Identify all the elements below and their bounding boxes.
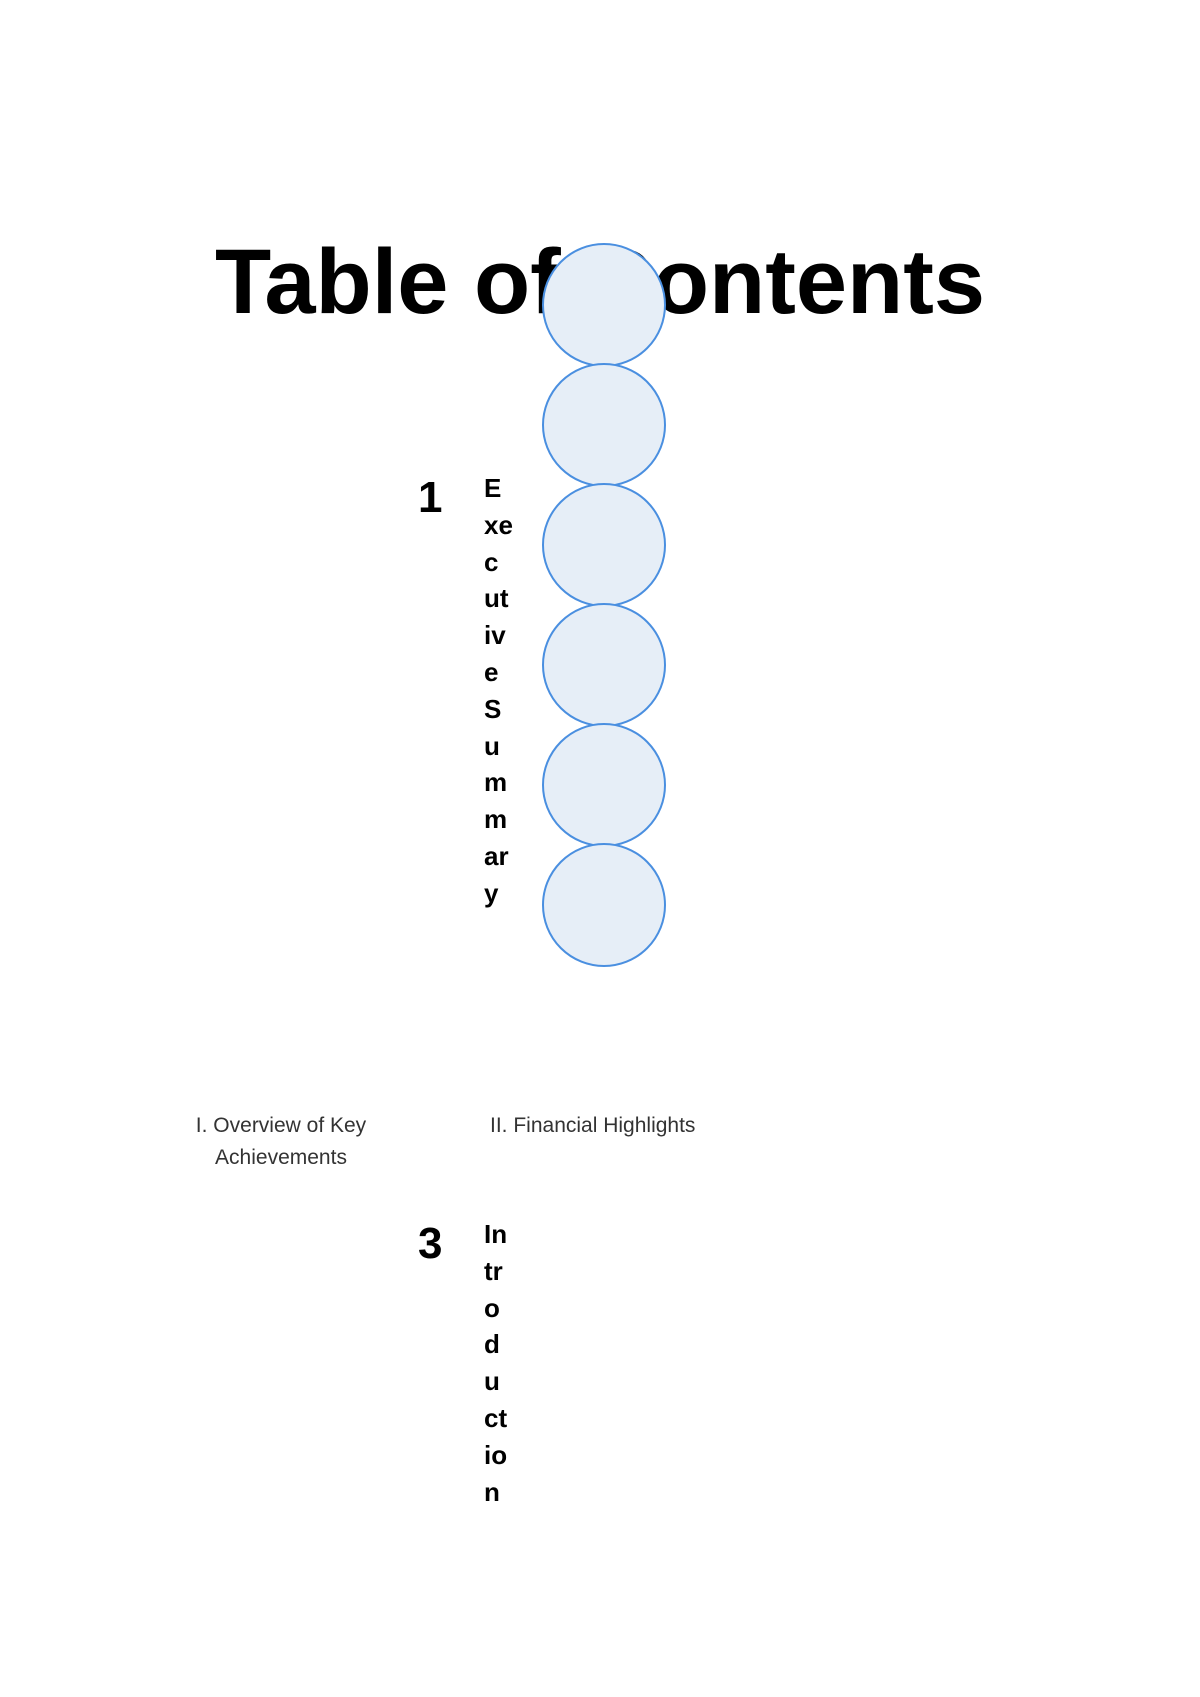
circle-5 <box>542 723 666 847</box>
subsection-overview-key-achievements[interactable]: I. Overview of Key Achievements <box>195 1114 367 1169</box>
circle-4 <box>542 603 666 727</box>
circle-6 <box>542 843 666 967</box>
decorative-circle-stack <box>542 243 666 967</box>
section-title-introduction[interactable]: Introduction <box>484 1219 508 1507</box>
circle-1 <box>542 243 666 367</box>
section-number-1: 1 <box>418 473 443 522</box>
section-title-executive-summary[interactable]: ExecutiveSummary <box>484 473 513 908</box>
section-number-3: 3 <box>418 1219 443 1268</box>
circle-3 <box>542 483 666 607</box>
circle-2 <box>542 363 666 487</box>
subsection-financial-highlights[interactable]: II. Financial Highlights <box>490 1114 696 1137</box>
